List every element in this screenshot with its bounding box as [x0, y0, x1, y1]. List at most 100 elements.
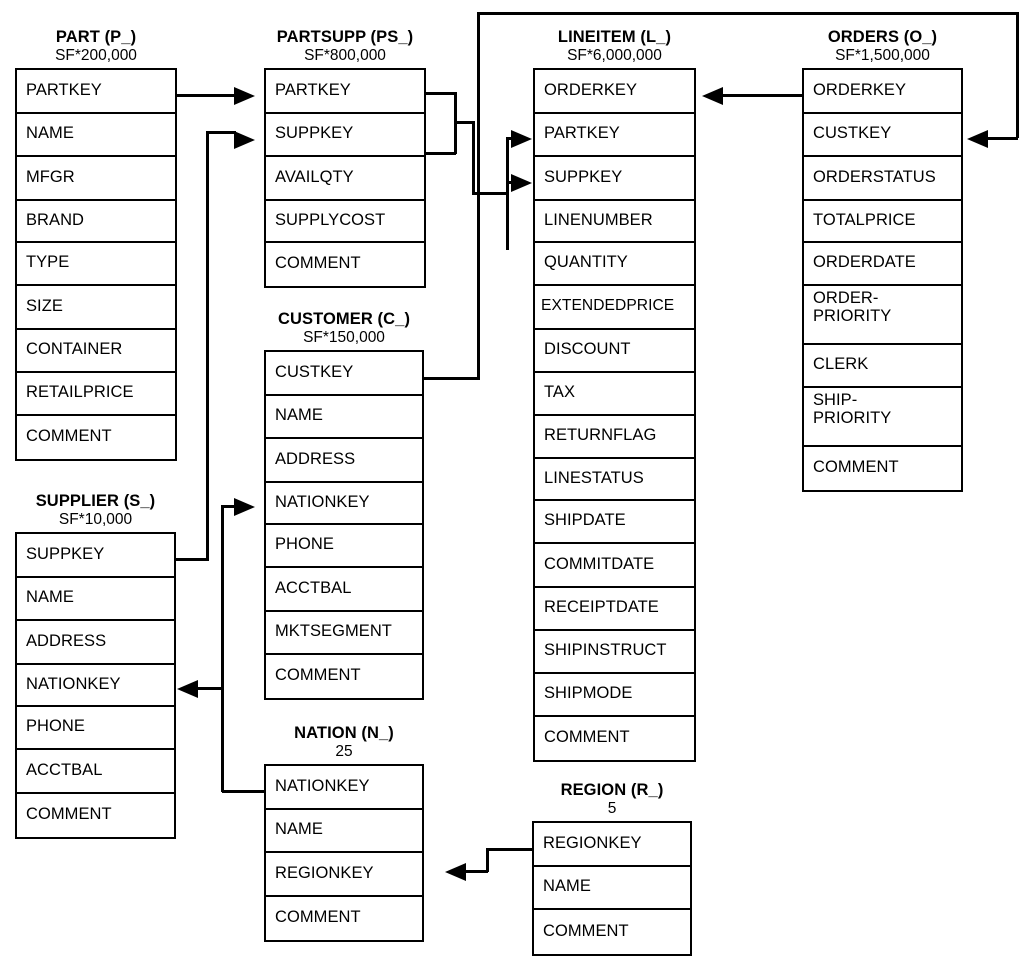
- field-supplier-comment[interactable]: COMMENT: [26, 805, 112, 824]
- connector-nation-to-customer-h: [221, 505, 236, 508]
- field-orders-clerk[interactable]: CLERK: [804, 345, 961, 388]
- field-partsupp-suppkey[interactable]: SUPPKEY: [266, 114, 424, 157]
- table-customer-box: CUSTKEY NAME ADDRESS NATIONKEY PHONE ACC…: [264, 349, 424, 700]
- field-orders-comment[interactable]: COMMENT: [813, 458, 899, 477]
- table-orders: ORDERS (O_) SF*1,500,000 ORDERKEY CUSTKE…: [802, 28, 963, 492]
- arrowhead-partsupp-suppkey: [234, 131, 255, 149]
- table-lineitem-cardinality: SF*6,000,000: [567, 47, 662, 65]
- field-supplier-nationkey[interactable]: NATIONKEY: [17, 665, 174, 707]
- field-lineitem-extendedprice[interactable]: EXTENDEDPRICE: [535, 286, 694, 330]
- field-lineitem-commitdate[interactable]: COMMITDATE: [535, 544, 694, 588]
- field-customer-mktsegment[interactable]: MKTSEGMENT: [266, 612, 422, 655]
- field-part-type[interactable]: TYPE: [17, 243, 175, 286]
- table-region-header: REGION (R_) 5: [532, 781, 692, 818]
- field-orders-orderkey[interactable]: ORDERKEY: [804, 70, 961, 114]
- field-part-partkey[interactable]: PARTKEY: [17, 70, 175, 114]
- field-nation-regionkey[interactable]: REGIONKEY: [266, 853, 422, 897]
- field-part-comment[interactable]: COMMENT: [26, 427, 112, 446]
- field-lineitem-returnflag[interactable]: RETURNFLAG: [535, 416, 694, 459]
- table-nation-box: NATIONKEY NAME REGIONKEY COMMENT: [264, 763, 424, 942]
- field-lineitem-receiptdate[interactable]: RECEIPTDATE: [535, 588, 694, 631]
- field-orders-orderstatus[interactable]: ORDERSTATUS: [804, 157, 961, 201]
- field-customer-nationkey[interactable]: NATIONKEY: [266, 483, 422, 525]
- table-part: PART (P_) SF*200,000 PARTKEY NAME MFGR B…: [15, 28, 177, 461]
- field-supplier-phone[interactable]: PHONE: [17, 707, 174, 750]
- table-customer-title: CUSTOMER (C_): [277, 310, 411, 328]
- field-lineitem-partkey[interactable]: PARTKEY: [535, 114, 694, 157]
- field-lineitem-discount[interactable]: DISCOUNT: [535, 330, 694, 373]
- connector-customer-custkey-v: [477, 12, 480, 379]
- field-partsupp-comment[interactable]: COMMENT: [275, 254, 361, 273]
- table-orders-box: ORDERKEY CUSTKEY ORDERSTATUS TOTALPRICE …: [802, 67, 963, 492]
- field-customer-acctbal[interactable]: ACCTBAL: [266, 568, 422, 612]
- table-part-title: PART (P_): [55, 28, 137, 46]
- field-region-regionkey[interactable]: REGIONKEY: [534, 823, 690, 867]
- connector-customer-custkey-h: [424, 377, 480, 380]
- field-part-size[interactable]: SIZE: [17, 286, 175, 330]
- connector-supplier-suppkey-h2: [206, 131, 236, 134]
- field-lineitem-shipdate[interactable]: SHIPDATE: [535, 501, 694, 544]
- field-nation-nationkey[interactable]: NATIONKEY: [266, 766, 422, 810]
- table-region-title: REGION (R_): [560, 781, 664, 799]
- connector-nation-to-supplier-h: [198, 687, 223, 690]
- arrowhead-lineitem-partkey: [511, 130, 532, 148]
- table-supplier-cardinality: SF*10,000: [58, 511, 133, 529]
- field-part-name[interactable]: NAME: [17, 114, 175, 157]
- field-part-brand[interactable]: BRAND: [17, 201, 175, 243]
- field-customer-comment[interactable]: COMMENT: [275, 666, 361, 685]
- field-supplier-address[interactable]: ADDRESS: [17, 621, 174, 665]
- field-customer-name[interactable]: NAME: [266, 396, 422, 439]
- connector-part-partkey-to-partsupp-partkey: [177, 94, 235, 97]
- field-partsupp-availqty[interactable]: AVAILQTY: [266, 157, 424, 201]
- field-partsupp-supplycost[interactable]: SUPPLYCOST: [266, 201, 424, 243]
- field-lineitem-orderkey[interactable]: ORDERKEY: [535, 70, 694, 114]
- field-supplier-acctbal[interactable]: ACCTBAL: [17, 750, 174, 794]
- field-nation-name[interactable]: NAME: [266, 810, 422, 853]
- field-customer-address[interactable]: ADDRESS: [266, 439, 422, 483]
- field-supplier-suppkey[interactable]: SUPPKEY: [17, 534, 174, 578]
- table-nation: NATION (N_) 25 NATIONKEY NAME REGIONKEY …: [264, 724, 424, 942]
- table-partsupp-header: PARTSUPP (PS_) SF*800,000: [264, 28, 426, 65]
- table-region-box: REGIONKEY NAME COMMENT: [532, 820, 692, 956]
- table-part-header: PART (P_) SF*200,000: [15, 28, 177, 65]
- field-part-mfgr[interactable]: MFGR: [17, 157, 175, 201]
- table-orders-header: ORDERS (O_) SF*1,500,000: [802, 28, 963, 65]
- field-customer-phone[interactable]: PHONE: [266, 525, 422, 568]
- table-lineitem-header: LINEITEM (L_) SF*6,000,000: [533, 28, 696, 65]
- field-lineitem-tax[interactable]: TAX: [535, 373, 694, 416]
- table-customer-header: CUSTOMER (C_) SF*150,000: [264, 310, 424, 347]
- arrowhead-supplier-nationkey: [177, 680, 198, 698]
- field-orders-custkey[interactable]: CUSTKEY: [804, 114, 961, 157]
- connector-nation-nationkey-v: [221, 505, 224, 792]
- field-region-comment[interactable]: COMMENT: [543, 921, 629, 940]
- field-orders-order-priority[interactable]: ORDER- PRIORITY: [804, 286, 961, 345]
- field-lineitem-comment[interactable]: COMMENT: [544, 728, 630, 747]
- field-part-container[interactable]: CONTAINER: [17, 330, 175, 373]
- table-nation-title: NATION (N_): [294, 724, 394, 742]
- field-lineitem-quantity[interactable]: QUANTITY: [535, 243, 694, 286]
- field-lineitem-linestatus[interactable]: LINESTATUS: [535, 459, 694, 501]
- field-nation-comment[interactable]: COMMENT: [275, 908, 361, 927]
- connector-nation-nationkey-h: [222, 790, 266, 793]
- field-orders-ship-priority[interactable]: SHIP- PRIORITY: [804, 388, 961, 447]
- table-supplier: SUPPLIER (S_) SF*10,000 SUPPKEY NAME ADD…: [15, 492, 176, 839]
- field-lineitem-shipinstruct[interactable]: SHIPINSTRUCT: [535, 631, 694, 674]
- table-part-box: PARTKEY NAME MFGR BRAND TYPE SIZE CONTAI…: [15, 67, 177, 461]
- table-partsupp-box: PARTKEY SUPPKEY AVAILQTY SUPPLYCOST COMM…: [264, 67, 426, 288]
- arrowhead-lineitem-orderkey: [702, 87, 723, 105]
- field-lineitem-linenumber[interactable]: LINENUMBER: [535, 201, 694, 243]
- field-lineitem-suppkey[interactable]: SUPPKEY: [535, 157, 694, 201]
- field-customer-custkey[interactable]: CUSTKEY: [266, 352, 422, 396]
- table-lineitem-title: LINEITEM (L_): [557, 28, 672, 46]
- arrowhead-orders-custkey: [967, 130, 988, 148]
- table-customer-cardinality: SF*150,000: [303, 329, 385, 347]
- field-region-name[interactable]: NAME: [534, 867, 690, 910]
- connector-top-rail: [477, 12, 1019, 15]
- field-partsupp-partkey[interactable]: PARTKEY: [266, 70, 424, 114]
- field-lineitem-shipmode[interactable]: SHIPMODE: [535, 674, 694, 717]
- field-orders-totalprice[interactable]: TOTALPRICE: [804, 201, 961, 243]
- field-part-retailprice[interactable]: RETAILPRICE: [17, 373, 175, 416]
- field-orders-orderdate[interactable]: ORDERDATE: [804, 243, 961, 286]
- arrowhead-lineitem-suppkey: [511, 174, 532, 192]
- field-supplier-name[interactable]: NAME: [17, 578, 174, 621]
